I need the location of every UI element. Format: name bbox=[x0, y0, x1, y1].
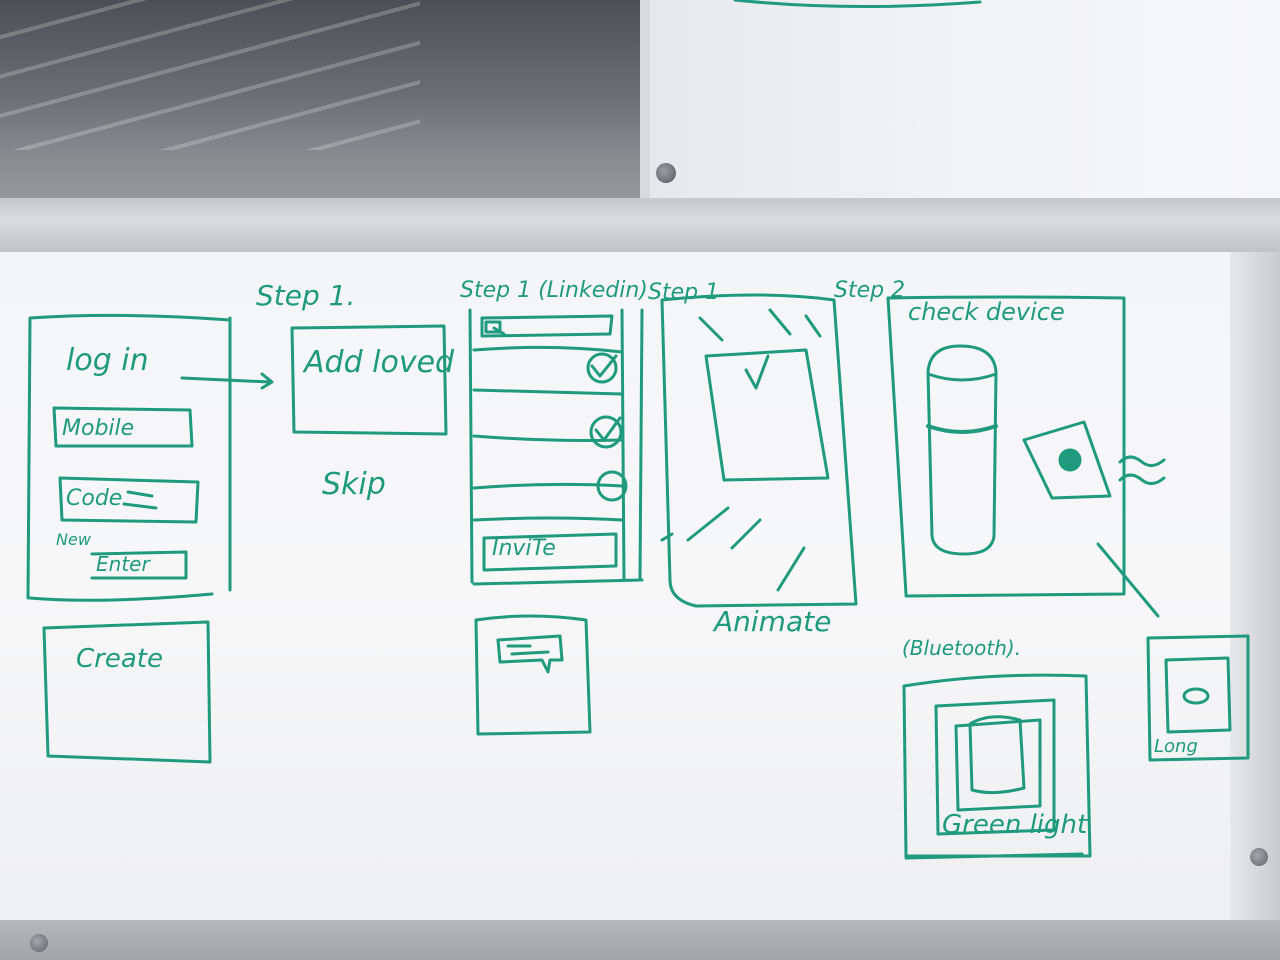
panel-divider bbox=[640, 0, 650, 215]
enter-button bbox=[90, 550, 188, 580]
create-label: Create bbox=[76, 644, 163, 674]
signal-waves bbox=[1118, 455, 1166, 485]
motion-lines bbox=[660, 308, 822, 592]
green-light-inner-frame bbox=[934, 698, 1056, 836]
upper-panel-stroke bbox=[733, 0, 982, 9]
step-1b-label: Step 1 bbox=[648, 280, 720, 305]
linkedin-screen-frame bbox=[468, 308, 644, 586]
mobile-label: Mobile bbox=[62, 416, 135, 441]
ceiling-lights bbox=[0, 0, 420, 150]
green-light-label: Green light bbox=[942, 810, 1088, 840]
chat-bubble-icon bbox=[496, 634, 564, 674]
message-screen-frame bbox=[474, 614, 592, 736]
create-screen-frame bbox=[42, 620, 212, 764]
invite-label: InviTe bbox=[492, 536, 556, 561]
invite-button bbox=[482, 532, 618, 572]
sketch-strokes bbox=[26, 0, 1250, 860]
code-label: Code bbox=[66, 486, 123, 511]
pad-card bbox=[1022, 420, 1112, 500]
code-field bbox=[58, 476, 200, 524]
bluetooth-label: (Bluetooth). bbox=[902, 636, 1022, 660]
new-label: New bbox=[56, 530, 91, 549]
skip-label: Skip bbox=[322, 467, 386, 502]
step-1-label: Step 1. bbox=[256, 279, 356, 312]
list-dividers bbox=[472, 345, 624, 522]
green-light-inner-box bbox=[954, 718, 1042, 812]
animate-phone-frame bbox=[660, 293, 858, 608]
green-light-cylinder bbox=[968, 715, 1026, 795]
check-card bbox=[704, 348, 830, 482]
enter-label: Enter bbox=[96, 552, 150, 576]
whiteboard-frame-top bbox=[0, 198, 1280, 254]
search-field bbox=[480, 314, 614, 338]
step-linkedin-label: Step 1 (Linkedin) bbox=[460, 278, 648, 303]
check-mark-icon bbox=[594, 416, 622, 442]
long-press-inner bbox=[1164, 656, 1232, 734]
check-mark-icon bbox=[744, 354, 770, 390]
green-light-base bbox=[904, 852, 1084, 860]
whiteboard-frame-right bbox=[1230, 252, 1280, 922]
check-circle-icon bbox=[589, 415, 623, 449]
device-band bbox=[926, 424, 998, 434]
step-2-label: Step 2 bbox=[834, 278, 906, 303]
check-mark-icon bbox=[590, 354, 618, 378]
login-arrow bbox=[180, 372, 274, 390]
mounting-pin-icon bbox=[656, 163, 676, 183]
mobile-field bbox=[52, 406, 194, 448]
whiteboard bbox=[0, 252, 1280, 922]
animate-label: Animate bbox=[714, 605, 832, 638]
background-wall bbox=[0, 0, 645, 212]
device-cap-line bbox=[926, 372, 998, 382]
log-in-label: log in bbox=[66, 343, 149, 378]
check-device-label: check device bbox=[908, 298, 1065, 326]
upper-whiteboard-panel bbox=[645, 0, 1280, 215]
device-cylinder bbox=[926, 344, 998, 556]
code-lines bbox=[122, 490, 158, 510]
mounting-pin-icon bbox=[30, 934, 48, 952]
whiteboard-frame-bottom bbox=[0, 920, 1280, 960]
chat-text-lines bbox=[506, 644, 550, 656]
add-loved-box bbox=[290, 324, 448, 436]
long-label: Long bbox=[1154, 736, 1198, 757]
search-icon bbox=[484, 320, 506, 336]
long-press-dot-icon bbox=[1182, 687, 1210, 705]
add-loved-label: Add loved bbox=[304, 345, 455, 380]
empty-circle-icon bbox=[596, 470, 628, 502]
green-dot-icon bbox=[1058, 448, 1082, 472]
green-light-outer-frame bbox=[902, 673, 1092, 858]
device-screen-frame bbox=[886, 295, 1126, 598]
long-press-frame bbox=[1146, 634, 1250, 762]
check-circle-icon bbox=[586, 352, 618, 384]
connector-line bbox=[1096, 542, 1160, 618]
mounting-pin-icon bbox=[1250, 848, 1268, 866]
login-screen-frame bbox=[26, 313, 232, 602]
